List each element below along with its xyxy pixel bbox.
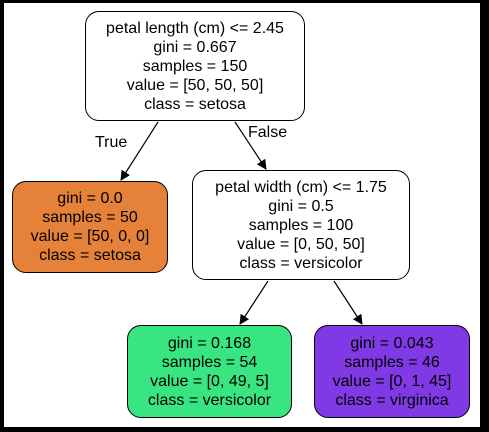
node-class: class = setosa [39,247,141,264]
node-class: class = virginica [335,391,449,409]
node-class: class = setosa [144,95,246,113]
node-samples: samples = 54 [161,353,258,371]
edge-root-to-setosa-leaf [120,121,159,181]
node-class: class = versicolor [147,391,272,409]
node-gini: gini = 0.0 [57,190,123,207]
leaf-node-versicolor: gini = 0.168 samples = 54 value = [0, 49… [127,325,292,418]
node-value: value = [0, 49, 5] [150,372,269,390]
node-gini: gini = 0.043 [350,334,434,352]
node-value: value = [50, 50, 50] [126,76,264,94]
node-value: value = [0, 50, 50] [237,235,365,253]
leaf-node-setosa: gini = 0.0 samples = 50 value = [50, 0, … [12,181,168,273]
internal-node-petal-width-split: petal width (cm) <= 1.75 gini = 0.5 samp… [192,170,410,280]
root-node-petal-length-split: petal length (cm) <= 2.45 gini = 0.667 s… [85,11,305,121]
node-samples: samples = 100 [248,216,354,234]
edge-split-to-versicolor-leaf [239,280,269,325]
edge-split-to-virginica-leaf [333,280,363,325]
node-gini: gini = 0.667 [153,38,237,56]
node-samples: samples = 150 [142,57,248,75]
node-condition: petal length (cm) <= 2.45 [106,19,284,37]
tree-edges [120,121,363,325]
node-gini: gini = 0.168 [167,334,252,352]
leaf-node-virginica: gini = 0.043 samples = 46 value = [0, 1,… [314,325,470,418]
node-samples: samples = 46 [344,353,440,371]
node-value: value = [50, 0, 0] [30,228,150,245]
node-class: class = versicolor [239,254,363,272]
node-gini: gini = 0.5 [268,197,334,215]
decision-tree-diagram: True False petal length (cm) <= 2.45 gin… [4,3,480,427]
node-samples: samples = 50 [42,209,138,226]
node-condition: petal width (cm) <= 1.75 [215,178,387,196]
edge-label-true: True [95,134,128,151]
edge-root-to-petal-width-split [234,121,267,170]
node-value: value = [0, 1, 45] [332,372,452,390]
edge-label-false: False [248,124,288,141]
